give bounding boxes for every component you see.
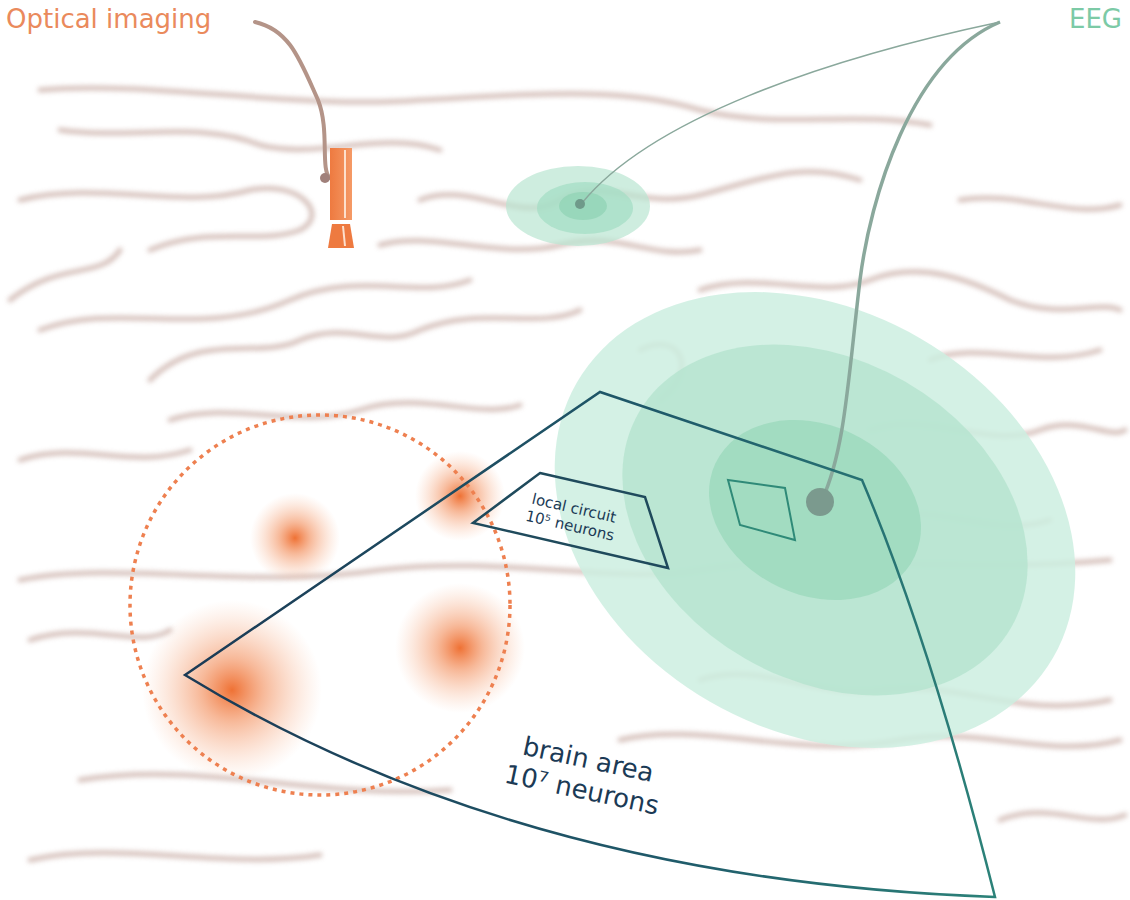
- eeg-label: EEG: [1069, 4, 1122, 34]
- eeg-leads: [575, 22, 1000, 516]
- local-circuit-patch: local circuit 10⁵ neurons: [470, 470, 670, 570]
- node-outline: [180, 385, 1000, 900]
- node-label: brain area 10⁷ neurons: [495, 727, 674, 823]
- brain-area-sector: brain area 10⁷ neurons local circuit 10⁵ …: [180, 385, 1000, 900]
- optical-imaging-label: Optical imaging: [6, 4, 211, 34]
- camera-icon: [320, 148, 354, 248]
- eeg-fields: [472, 166, 1130, 839]
- camera-cable: [255, 22, 330, 178]
- optical-signals: [130, 415, 525, 795]
